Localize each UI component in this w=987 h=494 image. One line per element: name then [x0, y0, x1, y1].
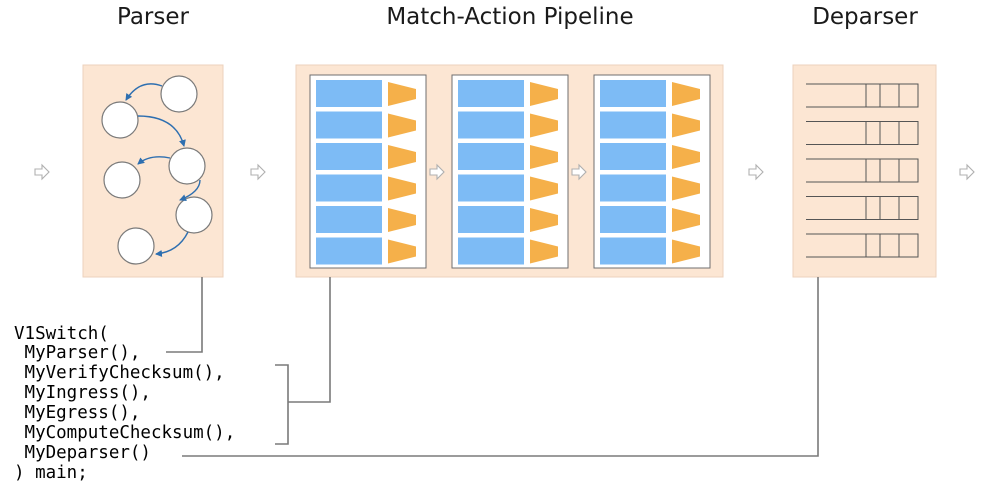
- match-table: [316, 174, 382, 202]
- pipeline-stage: [451, 74, 569, 269]
- match-table: [600, 80, 666, 107]
- flow-arrow-parser-to-pipeline: [250, 163, 266, 181]
- action-unit: [388, 145, 416, 169]
- match-table: [600, 237, 666, 265]
- action-unit: [388, 176, 416, 201]
- match-table: [458, 80, 524, 107]
- parser-title: Parser: [117, 4, 190, 30]
- deparser-row: [806, 196, 919, 220]
- parser-state-graph: [101, 75, 213, 265]
- match-table: [316, 237, 382, 265]
- stage-frame: [309, 74, 427, 269]
- action-unit: [672, 145, 700, 169]
- parser-state: [175, 196, 213, 234]
- deparser-row: [806, 233, 919, 258]
- action-unit: [388, 82, 416, 106]
- connector-deparser: [182, 277, 819, 457]
- deparser-emit-rows: [806, 83, 919, 258]
- connector-parser: [166, 277, 203, 353]
- code-line: MyVerifyChecksum(),: [14, 363, 225, 383]
- match-table: [458, 206, 524, 233]
- flow-arrows: [34, 163, 975, 181]
- parser-state: [101, 101, 139, 139]
- code-line: MyComputeChecksum(),: [14, 423, 235, 443]
- action-unit: [530, 239, 558, 264]
- match-table: [458, 143, 524, 170]
- deparser-row: [806, 121, 919, 145]
- code-line: V1Switch(: [14, 324, 109, 344]
- match-table: [458, 174, 524, 202]
- action-unit: [388, 113, 416, 138]
- code-line: MyDeparser(): [14, 443, 151, 463]
- match-table: [458, 237, 524, 265]
- action-unit: [530, 145, 558, 169]
- code-line: MyEgress(),: [14, 403, 140, 423]
- code-listing: V1Switch( MyParser(), MyVerifyChecksum()…: [14, 324, 235, 483]
- parser-transition-arrow: [179, 179, 201, 202]
- pipeline-stages: [309, 74, 711, 269]
- action-unit: [672, 176, 700, 201]
- match-table: [316, 80, 382, 107]
- deparser-block: [792, 64, 937, 278]
- parser-transition-arrow: [137, 115, 186, 147]
- match-table: [316, 111, 382, 139]
- match-table: [600, 174, 666, 202]
- match-table: [600, 111, 666, 139]
- action-unit: [672, 82, 700, 106]
- code-line: MyParser(),: [14, 343, 140, 363]
- action-unit: [388, 239, 416, 264]
- flow-arrow-stage-2-to-3: [571, 163, 587, 181]
- parser-state: [103, 161, 141, 199]
- action-unit: [530, 176, 558, 201]
- match-table: [600, 206, 666, 233]
- match-table: [458, 111, 524, 139]
- match-table: [600, 143, 666, 170]
- flow-arrow-in: [34, 163, 50, 181]
- match-table: [316, 206, 382, 233]
- pipeline-title: Match-Action Pipeline: [386, 4, 633, 30]
- pipeline-stage: [593, 74, 711, 269]
- deparser-row: [806, 83, 919, 108]
- parser-transition-arrow: [125, 83, 163, 101]
- stage-frame: [451, 74, 569, 269]
- flow-arrow-stage-1-to-2: [429, 163, 445, 181]
- action-unit: [672, 239, 700, 264]
- match-table: [316, 143, 382, 170]
- parser-state: [168, 147, 206, 185]
- flow-arrow-pipeline-to-deparser: [748, 163, 764, 181]
- code-line: ) main;: [14, 463, 88, 483]
- action-unit: [530, 82, 558, 106]
- deparser-title: Deparser: [812, 4, 918, 30]
- code-line: MyIngress(),: [14, 383, 151, 403]
- action-unit: [672, 208, 700, 232]
- action-unit: [530, 208, 558, 232]
- pipeline-stage: [309, 74, 427, 269]
- action-unit: [530, 113, 558, 138]
- deparser-row: [806, 158, 919, 183]
- parser-transition-arrow: [155, 231, 189, 257]
- stage-frame: [593, 74, 711, 269]
- action-unit: [388, 208, 416, 232]
- action-unit: [672, 113, 700, 138]
- connector-pipeline: [275, 277, 331, 445]
- flow-arrow-out: [959, 163, 975, 181]
- parser-transition-arrow: [137, 156, 171, 165]
- parser-state: [160, 75, 198, 113]
- parser-state: [117, 227, 155, 265]
